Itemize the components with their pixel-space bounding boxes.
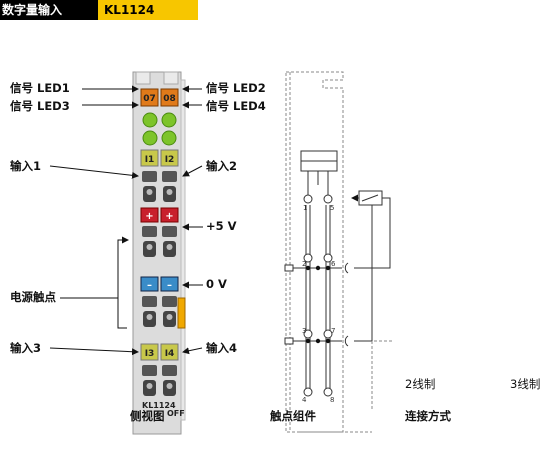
- plus-sign-2: +: [165, 211, 173, 222]
- input-2-tag: [160, 149, 179, 167]
- plus-sign-1: +: [145, 211, 153, 222]
- pin-3: 3: [302, 327, 306, 335]
- terminal-module: [132, 71, 186, 435]
- label-two-wire: 2线制: [405, 377, 436, 391]
- label-input1: 输入1: [10, 159, 42, 173]
- led-code-2: 08: [163, 94, 176, 104]
- plus-tag-2: [160, 207, 179, 223]
- label-led3: 信号 LED3: [10, 99, 70, 113]
- pin-4: 4: [302, 396, 307, 404]
- module-model-text: KL1124: [142, 401, 176, 410]
- label-contact-assembly: 触点组件: [270, 409, 316, 423]
- green-led-3: [142, 130, 158, 146]
- input-1-code: I1: [145, 155, 155, 165]
- input-3-code: I3: [145, 349, 155, 359]
- green-led-2: [161, 112, 177, 128]
- header-category: 数字量输入: [0, 0, 98, 20]
- pin-2: 2: [302, 260, 306, 268]
- input-4-code: I4: [165, 349, 175, 359]
- label-connection-mode: 连接方式: [405, 409, 451, 423]
- label-three-wire: 3线制: [510, 377, 541, 391]
- led-code-1: 07: [143, 94, 156, 104]
- green-led-4: [161, 130, 177, 146]
- header-model: KL1124: [98, 0, 198, 20]
- clamp-row-4: [142, 365, 177, 396]
- minus-tag-2: [160, 276, 179, 292]
- label-plus5v: +5 V: [206, 219, 237, 233]
- label-front-view: 侧视图: [130, 409, 165, 423]
- led-2-indicator: [160, 88, 179, 107]
- pin-6: 6: [331, 260, 336, 268]
- minus-sign-2: –: [167, 280, 172, 291]
- label-power-contacts: 电源触点: [10, 290, 56, 304]
- minus-tag-1: [140, 276, 159, 292]
- label-zero-v: 0 V: [206, 277, 227, 291]
- pin-1: 1: [303, 204, 307, 212]
- power-contact-bar: [177, 297, 186, 329]
- input-2-code: I2: [165, 155, 175, 165]
- pin-5: 5: [330, 204, 334, 212]
- clamp-row-1: [142, 171, 177, 202]
- label-led1: 信号 LED1: [10, 81, 70, 95]
- clamp-row-3: [142, 296, 177, 327]
- label-led2: 信号 LED2: [206, 81, 266, 95]
- sensor-wiring: [300, 190, 394, 433]
- minus-sign-1: –: [147, 280, 152, 291]
- input-3-tag: [140, 343, 159, 361]
- contact-assembly-schematic: [284, 71, 349, 433]
- module-off-text: OFF: [167, 409, 185, 418]
- label-led4: 信号 LED4: [206, 99, 266, 113]
- pin-7: 7: [331, 327, 335, 335]
- label-input4: 输入4: [206, 341, 238, 355]
- plus-tag-1: [140, 207, 159, 223]
- input-1-tag: [140, 149, 159, 167]
- led-1-indicator: [140, 88, 159, 107]
- pin-8: 8: [330, 396, 334, 404]
- input-4-tag: [160, 343, 179, 361]
- label-input3: 输入3: [10, 341, 42, 355]
- label-input2: 输入2: [206, 159, 238, 173]
- clamp-row-2: [142, 226, 177, 257]
- green-led-1: [142, 112, 158, 128]
